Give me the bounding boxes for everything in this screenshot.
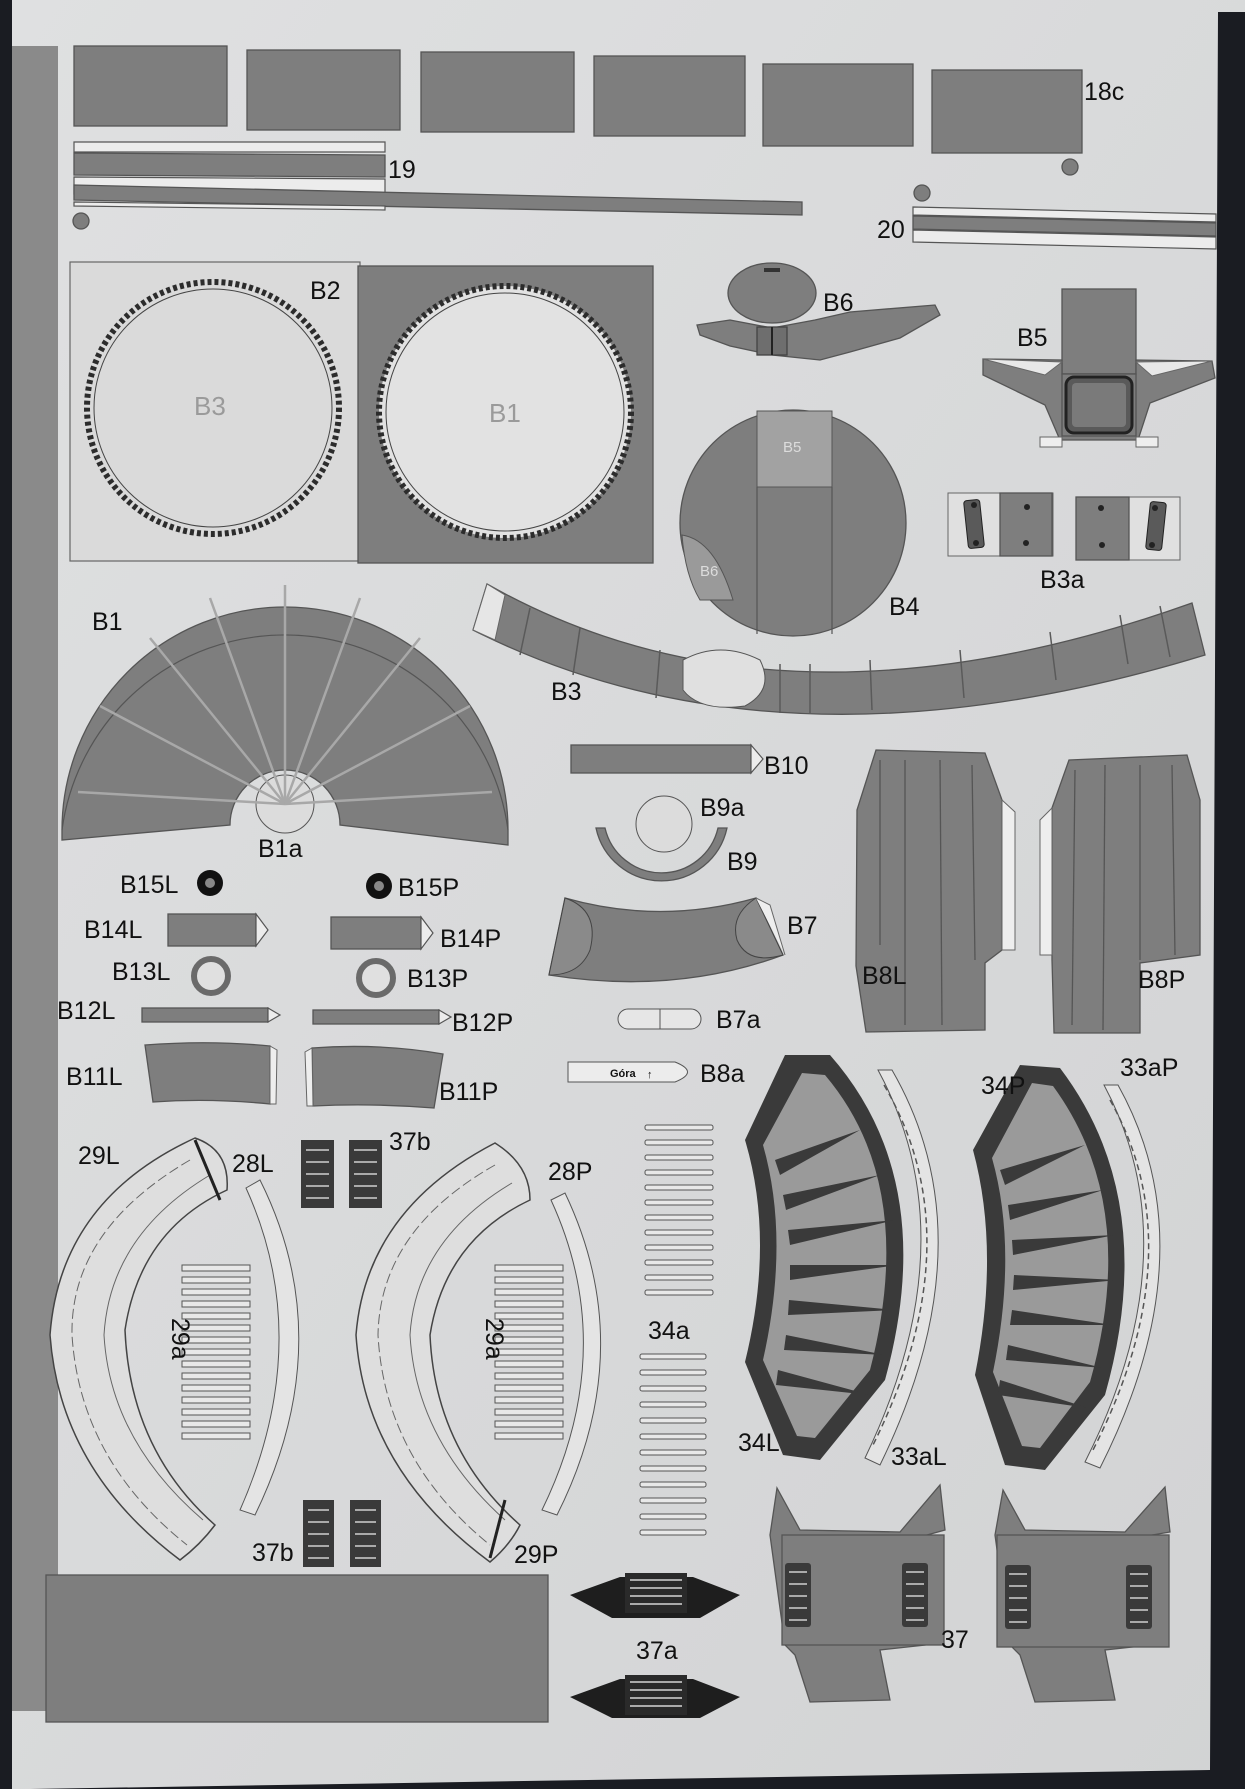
part-37a-bottom bbox=[570, 1675, 740, 1718]
label-b11l: B11L bbox=[66, 1063, 123, 1091]
label-29p: 29P bbox=[514, 1541, 558, 1569]
label-b3-circle: B3 bbox=[194, 391, 226, 421]
part-b2-sheet bbox=[69, 261, 654, 564]
part-b11p bbox=[304, 1045, 444, 1109]
part-gray-block bbox=[45, 1574, 549, 1723]
label-28l: 28L bbox=[232, 1150, 274, 1178]
part-b6 bbox=[696, 262, 941, 361]
part-19-strips bbox=[73, 141, 803, 216]
part-b7 bbox=[548, 897, 786, 983]
label-b12l: B12L bbox=[57, 997, 115, 1025]
part-37a-top bbox=[570, 1573, 740, 1618]
label-19: 19 bbox=[388, 156, 416, 184]
part-20-strips bbox=[912, 206, 1217, 250]
label-b10: B10 bbox=[764, 752, 808, 780]
label-29a-left: 29a bbox=[166, 1318, 194, 1360]
label-b9: B9 bbox=[727, 848, 758, 876]
label-b15l: B15L bbox=[120, 871, 178, 899]
part-b9 bbox=[595, 827, 728, 882]
label-b12p: B12P bbox=[452, 1009, 513, 1037]
part-b4 bbox=[679, 409, 907, 637]
label-b7a: B7a bbox=[716, 1006, 761, 1034]
part-29a-left bbox=[181, 1264, 251, 1440]
part-b1-fan bbox=[61, 585, 509, 846]
part-34a-strips bbox=[639, 1124, 714, 1536]
part-28l bbox=[239, 1179, 300, 1516]
part-b14l bbox=[167, 912, 269, 948]
part-b8p bbox=[1039, 754, 1201, 1034]
part-33al bbox=[864, 1069, 939, 1466]
part-b8a bbox=[567, 1061, 688, 1083]
label-b8p: B8P bbox=[1138, 966, 1185, 994]
part-33ap bbox=[1084, 1084, 1161, 1469]
label-b6-inner: B6 bbox=[700, 563, 718, 580]
label-34l: 34L bbox=[738, 1429, 780, 1457]
part-b9a bbox=[635, 795, 693, 853]
part-34l bbox=[745, 1055, 904, 1460]
label-gora: Góra bbox=[610, 1068, 637, 1080]
part-b11l bbox=[144, 1042, 278, 1105]
part-37b-bottom bbox=[303, 1500, 381, 1567]
label-b7: B7 bbox=[787, 912, 818, 940]
part-b12l bbox=[141, 1006, 282, 1024]
label-34p: 34P bbox=[981, 1072, 1025, 1100]
part-34p bbox=[973, 1065, 1125, 1470]
label-37b-top: 37b bbox=[389, 1128, 431, 1156]
label-b11p: B11P bbox=[439, 1078, 498, 1106]
label-37b-bottom: 37b bbox=[252, 1539, 294, 1567]
part-b12p bbox=[312, 1008, 453, 1026]
label-37: 37 bbox=[941, 1626, 969, 1654]
label-37a: 37a bbox=[636, 1637, 678, 1665]
label-b4: B4 bbox=[889, 593, 920, 621]
part-b7a bbox=[617, 1008, 702, 1030]
label-b15p: B15P bbox=[398, 874, 459, 902]
label-33ap: 33aP bbox=[1120, 1054, 1178, 1082]
label-b1: B1 bbox=[92, 608, 123, 636]
part-29a-right bbox=[494, 1264, 564, 1440]
label-33al: 33aL bbox=[891, 1443, 947, 1471]
label-18c: 18c bbox=[1084, 78, 1124, 106]
part-b3-band bbox=[472, 583, 1206, 715]
label-b3a: B3a bbox=[1040, 566, 1085, 594]
part-b5 bbox=[982, 288, 1216, 448]
label-b5-inner: B5 bbox=[783, 439, 801, 456]
part-29p bbox=[355, 1142, 531, 1563]
label-b1a: B1a bbox=[258, 835, 303, 863]
label-b1-circle: B1 bbox=[489, 398, 521, 428]
part-b3a bbox=[947, 492, 1181, 561]
part-b13l bbox=[191, 956, 231, 996]
part-b10 bbox=[570, 743, 764, 775]
part-18c-panels bbox=[72, 45, 1083, 230]
label-b9a: B9a bbox=[700, 794, 745, 822]
part-29l bbox=[49, 1137, 228, 1561]
label-20: 20 bbox=[877, 216, 905, 244]
part-37-left bbox=[769, 1483, 946, 1703]
label-b14l: B14L bbox=[84, 916, 142, 944]
arrow-up-icon: ↑ bbox=[647, 1069, 653, 1081]
label-b13l: B13L bbox=[112, 958, 170, 986]
part-b14p bbox=[330, 915, 434, 951]
label-b3: B3 bbox=[551, 678, 582, 706]
part-b13p bbox=[356, 958, 396, 998]
part-37b-top bbox=[301, 1140, 382, 1208]
label-b8a: B8a bbox=[700, 1060, 745, 1088]
label-28p: 28P bbox=[548, 1158, 592, 1186]
label-29l: 29L bbox=[78, 1142, 120, 1170]
label-b8l: B8L bbox=[862, 962, 907, 990]
part-b8l bbox=[855, 749, 1016, 1033]
part-37-right bbox=[994, 1485, 1171, 1703]
part-28p bbox=[541, 1192, 602, 1516]
label-34a: 34a bbox=[648, 1317, 690, 1345]
left-margin-strip bbox=[12, 46, 58, 1711]
label-b13p: B13P bbox=[407, 965, 468, 993]
label-b6: B6 bbox=[823, 289, 854, 317]
label-29a-right: 29a bbox=[480, 1318, 508, 1360]
label-b14p: B14P bbox=[440, 925, 501, 953]
label-b5: B5 bbox=[1017, 324, 1048, 352]
label-b2: B2 bbox=[310, 277, 341, 305]
